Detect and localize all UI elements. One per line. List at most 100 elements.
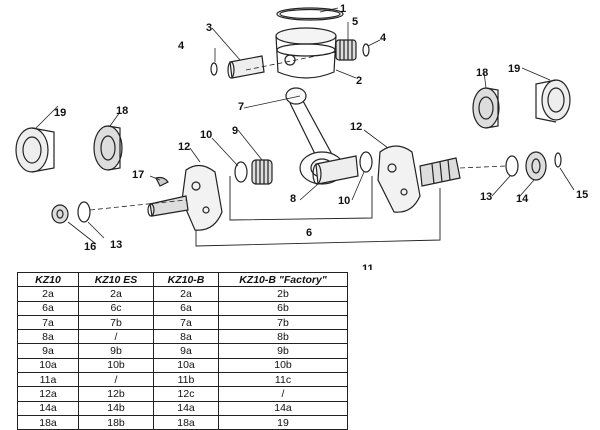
- circlip-right: [362, 43, 370, 57]
- crank-pin: [312, 155, 359, 185]
- table-cell: 9b: [218, 343, 348, 359]
- callout-10-right: 10: [338, 195, 350, 207]
- piston: [275, 27, 337, 79]
- table-cell: 6b: [218, 300, 348, 316]
- column-header-kz10: KZ10: [17, 271, 79, 288]
- main-bearing-left-19: [15, 127, 55, 173]
- callout-16: 16: [84, 241, 96, 253]
- piston-ring: [276, 7, 344, 21]
- table-cell: 8a: [17, 329, 79, 345]
- callout-19-left: 19: [54, 107, 66, 119]
- callout-4-right: 4: [380, 32, 387, 44]
- table-cell: /: [218, 386, 348, 402]
- callout-3: 3: [206, 22, 212, 34]
- callout-15: 15: [576, 189, 588, 201]
- callout-13-left: 13: [110, 239, 122, 251]
- main-bearing-right-18: [472, 87, 500, 129]
- table-cell: 14a: [153, 400, 219, 416]
- table-cell: 7b: [218, 314, 348, 331]
- table-cell: 9a: [153, 343, 219, 359]
- circlip-left: [210, 62, 218, 76]
- thrust-washer-right: [359, 151, 373, 173]
- callout-12-right: 12: [350, 121, 362, 133]
- callout-19-right: 19: [508, 63, 520, 75]
- table-cell: 6c: [78, 300, 154, 316]
- column-header-kz10-b-factory: KZ10-B "Factory": [218, 271, 348, 288]
- callout-11: 11: [362, 263, 374, 270]
- table-cell: 12a: [17, 386, 79, 402]
- table-cell: 9a: [17, 343, 79, 359]
- table-cell: 12b: [78, 386, 154, 402]
- table-cell: /: [78, 372, 154, 388]
- table-cell: 6a: [153, 300, 219, 316]
- callout-18-right: 18: [476, 67, 488, 79]
- oil-seal-left: [77, 201, 91, 223]
- big-end-bearing: [251, 159, 273, 185]
- callout-9: 9: [232, 125, 238, 137]
- crank-half-right: [377, 145, 461, 213]
- callout-18-left: 18: [116, 105, 128, 117]
- table-header-row: KZ10 KZ10 ES KZ10-B KZ10-B "Factory": [17, 271, 348, 288]
- table-cell: 7a: [17, 314, 79, 331]
- table-cell: 18b: [78, 414, 154, 430]
- small-end-bearing: [335, 39, 357, 61]
- table-cell: 2b: [218, 286, 348, 302]
- table-cell: 10a: [153, 357, 219, 374]
- table-cell: 14b: [78, 400, 154, 416]
- table-cell: 14a: [17, 400, 79, 416]
- nut-16: [51, 204, 69, 224]
- table-cell: 2a: [17, 286, 79, 302]
- callout-10-left: 10: [200, 129, 212, 141]
- main-bearing-left-18: [93, 125, 123, 171]
- table-cell: 7a: [153, 314, 219, 331]
- column-header-kz10-es: KZ10 ES: [78, 271, 154, 288]
- callout-1: 1: [340, 3, 346, 15]
- crank-half-left: [147, 164, 223, 231]
- callout-14: 14: [516, 193, 529, 205]
- table-cell: 11b: [153, 372, 219, 388]
- table-cell: 12c: [153, 386, 219, 402]
- table-cell: 11a: [17, 372, 79, 388]
- callout-8: 8: [290, 193, 296, 205]
- main-bearing-right-19: [535, 79, 571, 123]
- callout-4-left: 4: [178, 40, 185, 52]
- callout-7: 7: [238, 101, 244, 113]
- callout-13-right: 13: [480, 191, 492, 203]
- table-cell: 10b: [78, 357, 154, 374]
- callout-6: 6: [306, 227, 312, 239]
- table-cell: 11c: [218, 372, 348, 388]
- table-cell: 9b: [78, 343, 154, 359]
- oil-seal-right: [505, 155, 519, 177]
- table-cell: 10a: [17, 357, 79, 374]
- table-cell: 18a: [17, 414, 79, 430]
- table-cell: 8a: [153, 329, 219, 345]
- callout-12-left: 12: [178, 141, 190, 153]
- callout-5: 5: [352, 16, 358, 28]
- table-cell: 10b: [218, 357, 348, 374]
- exploded-crankshaft-diagram: 1 5 3 4 4 2 7 9 10 10 12 12 17 8 6 11 19…: [15, 3, 588, 270]
- table-cell: 2a: [78, 286, 154, 302]
- column-header-kz10-b: KZ10-B: [153, 271, 219, 288]
- retaining-clip: [554, 152, 562, 168]
- table-cell: 2a: [153, 286, 219, 302]
- piston-pin: [227, 55, 265, 79]
- table-cell: 19: [218, 414, 348, 430]
- table-cell: 14a: [218, 400, 348, 416]
- table-cell: /: [78, 329, 154, 345]
- table-cell: 8b: [218, 329, 348, 345]
- table-cell: 7b: [78, 314, 154, 331]
- callout-17: 17: [132, 169, 144, 181]
- thrust-washer-left: [234, 161, 248, 183]
- table-cell: 6a: [17, 300, 79, 316]
